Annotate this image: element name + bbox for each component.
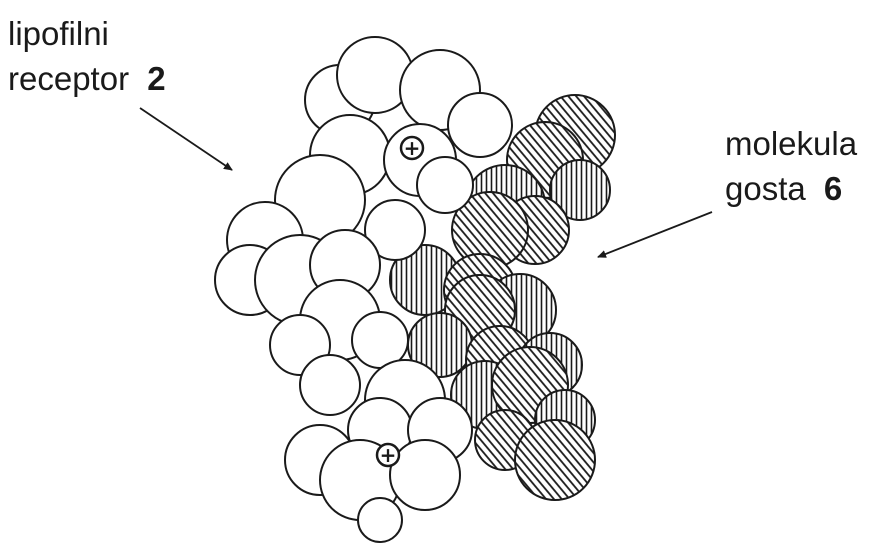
receptor-atom xyxy=(358,498,402,542)
receptor-label-line2: receptor 2 xyxy=(8,60,166,97)
guest-label-text: gosta xyxy=(725,170,806,207)
receptor-pointer-arrow xyxy=(140,108,232,170)
guest-pointer-arrow xyxy=(598,212,712,257)
receptor-label-number: 2 xyxy=(147,60,165,97)
receptor-label-text: receptor xyxy=(8,60,129,97)
guest-label-number: 6 xyxy=(824,170,842,207)
charge-symbol: + xyxy=(380,443,397,467)
receptor-label: lipofilni receptor 2 xyxy=(8,15,166,97)
guest-atom xyxy=(515,420,595,500)
receptor-atom xyxy=(417,157,473,213)
positive-charge-marker: + xyxy=(401,136,423,160)
receptor-atom xyxy=(390,440,460,510)
guest-label: molekula gosta 6 xyxy=(725,125,858,207)
receptor-atom xyxy=(448,93,512,157)
guest-label-line1: molekula xyxy=(725,125,858,162)
guest-label-line2: gosta 6 xyxy=(725,170,842,207)
receptor-label-line1: lipofilni xyxy=(8,15,109,52)
receptor-atom xyxy=(300,355,360,415)
positive-charge-marker: + xyxy=(377,443,399,467)
charge-symbol: + xyxy=(404,136,421,160)
